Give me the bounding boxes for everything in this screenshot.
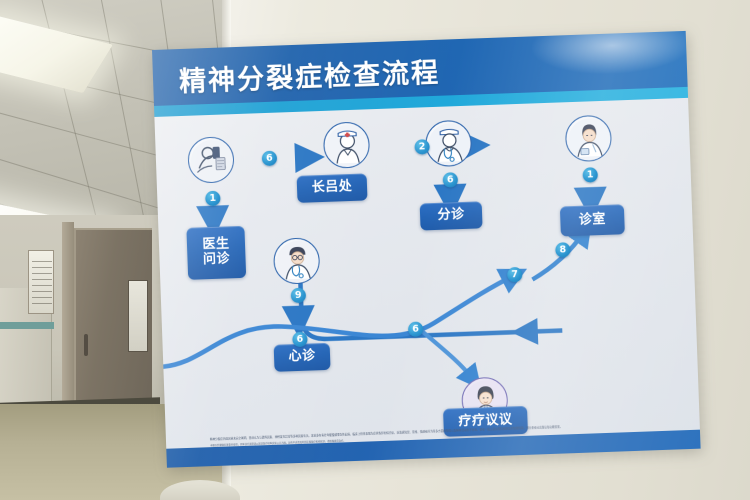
corridor-door [74, 228, 152, 408]
wall-notice-board [28, 250, 54, 314]
arrow-curve-to-room [159, 268, 528, 370]
wall-trim [0, 322, 54, 329]
avatar-nurse [322, 121, 371, 169]
node-consulting-room[interactable]: 诊室 [559, 204, 625, 237]
avatar-patient-consult [187, 136, 235, 184]
flow-diagram: 1 6 2 1 6 9 6 6 7 8 医生 问诊 长吕处 分诊 诊室 心诊 [154, 98, 700, 449]
arrow-to-counseling [418, 327, 482, 390]
arrow-return-to-consult [286, 244, 523, 342]
node-registration[interactable]: 长吕处 [296, 173, 368, 203]
avatar-doctor-triage [424, 119, 473, 168]
arrow-counsel-to-room [531, 220, 592, 282]
node-heart-clinic[interactable]: 心诊 [273, 342, 331, 372]
wall-base [160, 480, 240, 500]
door-frame [62, 222, 74, 410]
door-window [128, 280, 148, 352]
node-triage[interactable]: 分诊 [419, 201, 483, 231]
avatar-doctor-room [564, 114, 613, 163]
node-doctor-consultation[interactable]: 医生 问诊 [186, 225, 247, 280]
avatar-psychiatrist [272, 237, 321, 285]
door-handle-icon [84, 334, 88, 356]
wall-poster: 精神分裂症检查流程 [152, 30, 701, 468]
ceiling-light-icon [0, 14, 113, 94]
arrow-return-segment [511, 317, 563, 345]
node-label-line2: 问诊 [202, 251, 231, 268]
